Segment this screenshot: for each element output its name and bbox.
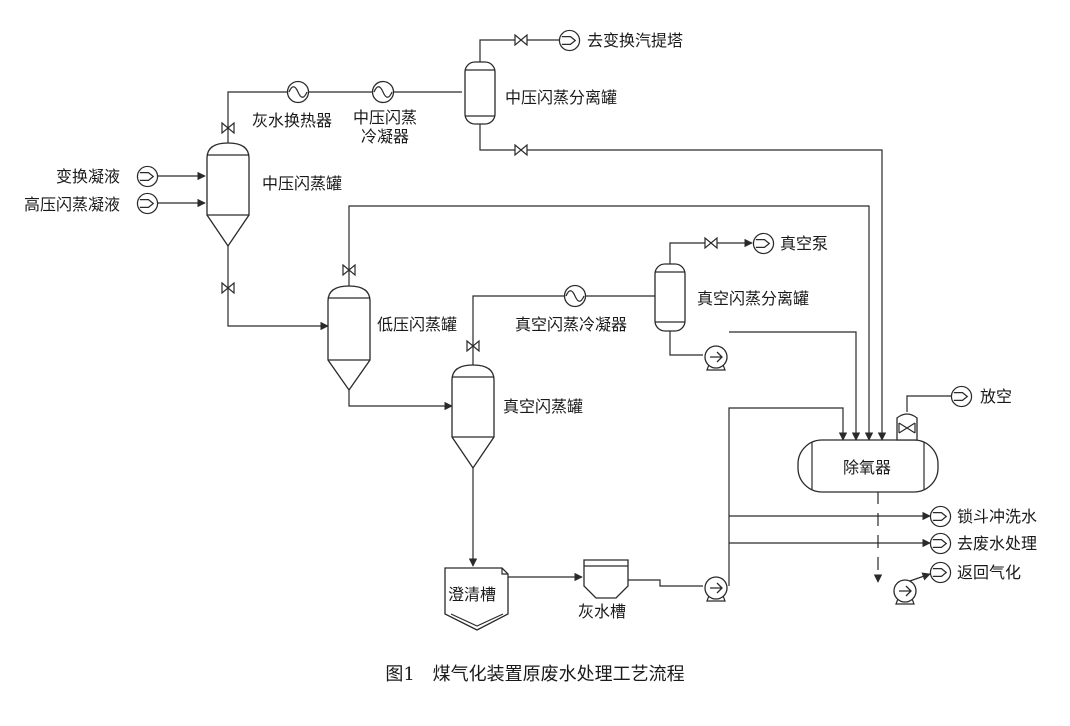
valve-vac-pump: [704, 237, 718, 249]
stream-lock-hopper-flush: 锁斗冲洗水: [929, 505, 1037, 528]
stream-to-wastewater: 去废水处理: [929, 532, 1037, 555]
pump-vacuum-separator: [704, 345, 728, 371]
stream-hp-flash-condensate-label: 高压闪蒸凝液: [24, 195, 120, 214]
vacuum-flash-condenser: 真空闪蒸冷凝器: [515, 284, 627, 334]
mp-flash-condenser-label-2: 冷凝器: [361, 127, 409, 146]
vacuum-flash-separator: 真空闪蒸分离罐: [654, 263, 809, 332]
figure-number: 图1: [385, 664, 415, 685]
stream-shift-condensate: 变换凝液: [56, 165, 159, 188]
vacuum-flash-tank: 真空闪蒸罐: [451, 364, 583, 470]
pump-ash-water: [704, 576, 728, 602]
deaerator-label: 除氧器: [843, 458, 891, 477]
mp-flash-tank-label: 中压闪蒸罐: [262, 174, 342, 193]
ash-water-tank: 灰水槽: [578, 559, 629, 621]
vacuum-flash-tank-label: 真空闪蒸罐: [503, 397, 583, 416]
stream-vent-label: 放空: [980, 387, 1012, 406]
mp-flash-separator-label: 中压闪蒸分离罐: [505, 88, 617, 107]
stream-vent: 放空: [950, 385, 1012, 408]
valve-mp-sep-bottom: [514, 144, 528, 156]
stream-return-gasification-label: 返回气化: [957, 563, 1021, 582]
figure-caption: 图1 煤气化装置原废水处理工艺流程: [0, 660, 1070, 686]
clarifier-label: 澄清槽: [448, 585, 496, 604]
stream-to-wastewater-label: 去废水处理: [957, 534, 1037, 553]
clarifier: 澄清槽: [444, 567, 509, 631]
stream-to-shift-stripper-label: 去变换汽提塔: [587, 31, 683, 50]
mp-flash-tank: 中压闪蒸罐: [206, 142, 342, 248]
figure-title: 煤气化装置原废水处理工艺流程: [432, 664, 685, 685]
lp-flash-tank: 低压闪蒸罐: [327, 285, 457, 392]
vacuum-flash-condenser-label: 真空闪蒸冷凝器: [515, 315, 627, 334]
mp-flash-condenser: 中压闪蒸 冷凝器: [353, 80, 417, 146]
ash-water-exchanger-label: 灰水换热器: [252, 111, 332, 130]
vacuum-flash-separator-label: 真空闪蒸分离罐: [697, 289, 809, 308]
ash-water-tank-label: 灰水槽: [578, 602, 626, 621]
stream-vacuum-pump: 真空泵: [752, 232, 828, 255]
mp-flash-separator: 中压闪蒸分离罐: [464, 61, 617, 125]
lp-flash-tank-label: 低压闪蒸罐: [377, 315, 457, 334]
stream-shift-condensate-label: 变换凝液: [56, 167, 120, 186]
stream-return-gasification: 返回气化: [929, 561, 1021, 584]
piping: [158, 39, 952, 587]
stream-to-shift-stripper: 去变换汽提塔: [558, 29, 683, 52]
ash-water-exchanger: 灰水换热器: [252, 80, 332, 130]
mp-flash-condenser-label-1: 中压闪蒸: [353, 108, 417, 127]
valve-stripper: [514, 34, 528, 46]
pump-deaerator: [893, 579, 917, 605]
stream-vacuum-pump-label: 真空泵: [780, 234, 828, 253]
stream-lock-hopper-flush-label: 锁斗冲洗水: [957, 507, 1037, 526]
stream-hp-flash-condensate: 高压闪蒸凝液: [24, 192, 159, 215]
deaerator: 除氧器: [797, 413, 939, 493]
